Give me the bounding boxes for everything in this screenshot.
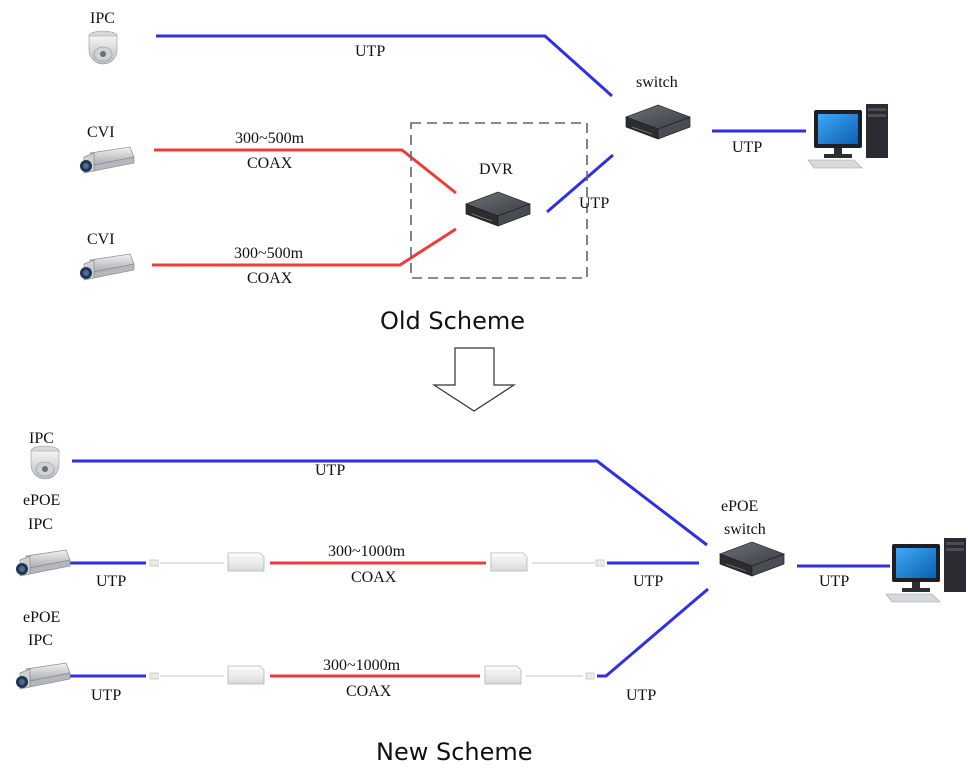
old-coax-top [154,148,457,195]
bullet-camera-icon [15,662,71,690]
new-coax1-distance: 300~1000m [328,543,406,560]
epoe-switch-label-line1: ePOE [721,498,758,515]
switch-icon [719,541,785,577]
down-arrow-icon [431,347,517,412]
new-ipc-label: IPC [29,430,54,447]
new-coax2-distance: 300~1000m [323,657,401,674]
old-ipc-label: IPC [90,10,115,27]
new-utp-row1-right-label: UTP [633,573,663,590]
new-utp-row2-right [597,587,709,678]
bullet-camera-icon [15,549,71,577]
computer-icon [885,537,967,603]
new-utp-row2-right-label: UTP [626,687,656,704]
bullet-camera-icon [79,253,135,281]
new-utp-ipc-label: UTP [315,462,345,479]
dome-camera-icon [88,30,118,65]
new-utp-pc-label: UTP [819,573,849,590]
epoe-ipc2-label-line2: IPC [28,632,53,649]
epoe-ipc1-label-line2: IPC [28,516,53,533]
epoe-ipc2-label-line1: ePOE [23,609,60,626]
old-coax-bottom-type: COAX [247,270,293,287]
old-coax-bottom [152,227,457,267]
old-coax-top-distance: 300~500m [235,130,305,147]
extender-icon [227,665,265,685]
old-coax-top-type: COAX [247,155,293,172]
old-utp-dvr-label: UTP [579,195,609,212]
epoe-switch-label-line2: switch [724,521,766,538]
old-utp-dvr-switch [546,153,614,214]
old-utp-pc-label: UTP [732,139,762,156]
new-coax1-type: COAX [351,569,397,586]
rj45-connector-icon [149,672,159,680]
bullet-camera-icon [79,146,135,174]
rj45-connector-icon [585,672,595,680]
old-cvi-bottom-label: CVI [87,231,115,248]
rj45-connector-icon [595,559,605,567]
new-utp-cam1-label: UTP [96,573,126,590]
dvr-icon [465,191,531,227]
old-switch-label: switch [636,74,678,91]
old-coax-bottom-distance: 300~500m [234,245,304,262]
switch-icon [625,104,691,140]
old-utp-ipc-switch [156,34,614,98]
old-utp-ipc-label: UTP [355,43,385,60]
rj45-connector-icon [149,559,159,567]
extender-icon [490,552,528,572]
old-scheme-caption: Old Scheme [380,307,525,335]
dvr-label: DVR [479,161,513,178]
extender-icon [484,665,522,685]
old-cvi-top-label: CVI [87,124,115,141]
epoe-ipc1-label-line1: ePOE [23,492,60,509]
extender-icon [227,552,265,572]
new-scheme-caption: New Scheme [376,738,533,766]
new-utp-cam2-label: UTP [91,687,121,704]
dvr-dashed-box [410,122,588,279]
computer-icon [807,103,889,169]
new-coax2-type: COAX [346,683,392,700]
new-utp-ipc-switch [72,459,708,547]
dome-camera-icon [30,445,60,480]
